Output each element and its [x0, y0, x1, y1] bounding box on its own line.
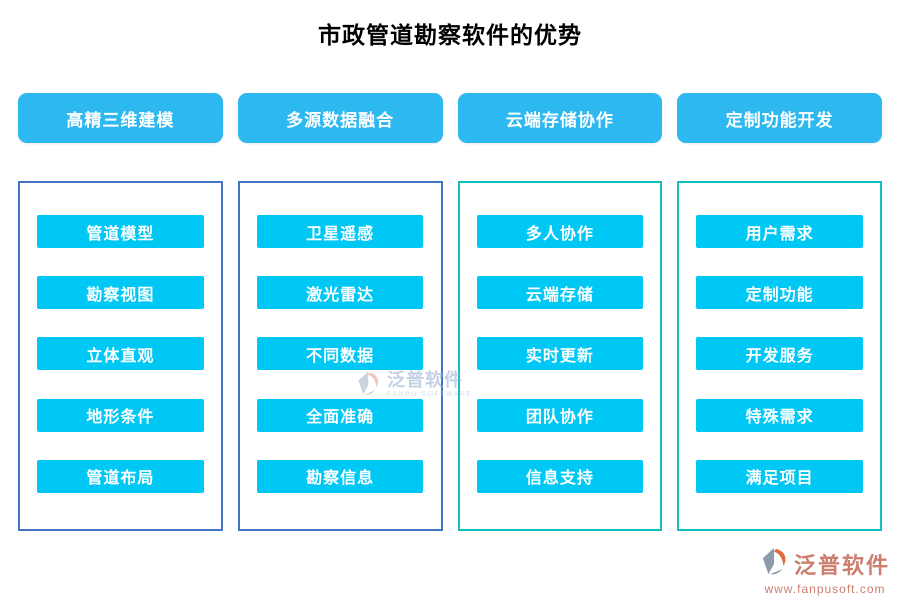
item-button[interactable]: 云端存储 [476, 276, 644, 310]
item-button[interactable]: 激光雷达 [256, 276, 424, 310]
panel-custom-dev: 用户需求 定制功能 开发服务 特殊需求 满足项目 [677, 181, 882, 531]
item-button[interactable]: 定制功能 [696, 276, 863, 310]
category-header-3d-modeling[interactable]: 高精三维建模 [18, 93, 223, 143]
footer-brand-text: 泛普软件 [793, 552, 890, 578]
category-header-custom-dev[interactable]: 定制功能开发 [677, 93, 882, 143]
item-button[interactable]: 用户需求 [696, 215, 863, 249]
item-button[interactable]: 团队协作 [476, 398, 644, 432]
item-button[interactable]: 特殊需求 [696, 398, 863, 432]
panel-3d-modeling: 管道模型 勘察视图 立体直观 地形条件 管道布局 [18, 181, 223, 531]
feature-panels-row: 管道模型 勘察视图 立体直观 地形条件 管道布局 卫星遥感 激光雷达 不同数据 … [18, 181, 882, 531]
item-button[interactable]: 勘察视图 [37, 276, 204, 310]
item-button[interactable]: 管道模型 [37, 215, 204, 249]
item-button[interactable]: 立体直观 [37, 337, 204, 371]
fanpu-logo-icon [760, 546, 790, 581]
item-button[interactable]: 开发服务 [696, 337, 863, 371]
page-title: 市政管道勘察软件的优势 [318, 22, 582, 48]
item-button[interactable]: 管道布局 [37, 459, 204, 493]
item-button[interactable]: 地形条件 [37, 398, 204, 432]
panel-data-fusion: 卫星遥感 激光雷达 不同数据 全面准确 勘察信息 [237, 181, 443, 531]
item-button[interactable]: 多人协作 [476, 215, 644, 249]
category-header-data-fusion[interactable]: 多源数据融合 [237, 93, 443, 143]
item-button[interactable]: 实时更新 [476, 337, 644, 371]
item-button[interactable]: 不同数据 [256, 337, 424, 371]
item-button[interactable]: 全面准确 [256, 398, 424, 432]
item-button[interactable]: 卫星遥感 [256, 215, 424, 249]
footer-url-text: www.fanpusoft.com [764, 582, 886, 596]
panel-cloud-collab: 多人协作 云端存储 实时更新 团队协作 信息支持 [457, 181, 663, 531]
item-button[interactable]: 满足项目 [696, 459, 863, 493]
footer-logo: 泛普软件 www.fanpusoft.com [760, 546, 890, 596]
category-headers-row: 高精三维建模 多源数据融合 云端存储协作 定制功能开发 [18, 93, 882, 143]
item-button[interactable]: 勘察信息 [256, 459, 424, 493]
category-header-cloud-collab[interactable]: 云端存储协作 [457, 93, 663, 143]
item-button[interactable]: 信息支持 [476, 459, 644, 493]
